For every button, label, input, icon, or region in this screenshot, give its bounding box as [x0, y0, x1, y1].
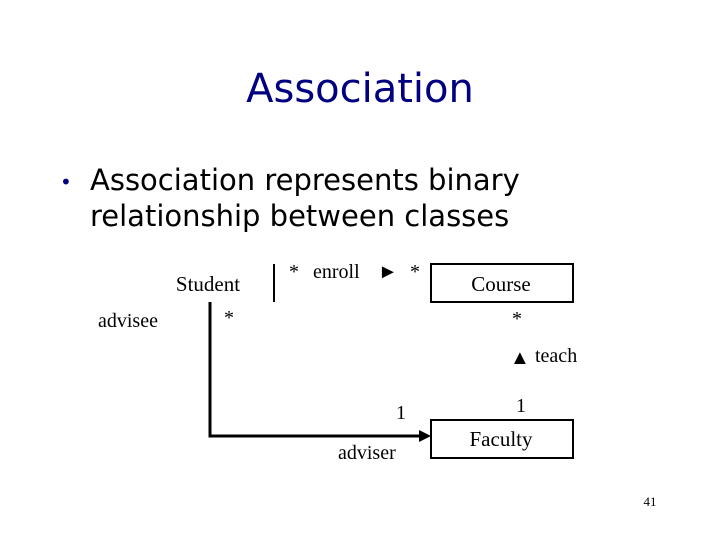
slide-title: Association — [246, 66, 474, 112]
class-course-box — [430, 263, 574, 303]
advisee-multiplicity: * — [224, 307, 234, 329]
adviser-multiplicity: 1 — [396, 402, 406, 424]
enroll-label: enroll — [313, 261, 360, 283]
advise-association-line — [208, 302, 425, 438]
class-course: Course — [430, 263, 574, 303]
class-student-label: Student — [176, 272, 240, 296]
class-faculty-box — [430, 419, 574, 459]
adviser-role-label: adviser — [338, 442, 396, 464]
advise-arrowhead-icon — [419, 430, 431, 442]
teach-faculty-multiplicity: 1 — [516, 395, 526, 417]
teach-label: teach — [535, 345, 577, 367]
teach-direction-icon: ▲ — [510, 347, 530, 369]
enroll-student-multiplicity: * — [289, 261, 299, 283]
bullet-dot-icon: • — [60, 170, 72, 194]
bullet-text: Association represents binary relationsh… — [90, 163, 520, 233]
class-student-box — [150, 264, 274, 302]
class-student: Student — [150, 264, 275, 302]
class-course-label: Course — [471, 272, 531, 296]
enroll-direction-icon: ► — [378, 261, 398, 283]
page-number: 41 — [643, 494, 657, 509]
advisee-role-label: advisee — [98, 310, 158, 332]
enroll-course-multiplicity: * — [410, 261, 420, 283]
teach-course-multiplicity: * — [512, 308, 522, 330]
class-faculty: Faculty — [430, 419, 574, 459]
class-faculty-label: Faculty — [470, 427, 533, 451]
